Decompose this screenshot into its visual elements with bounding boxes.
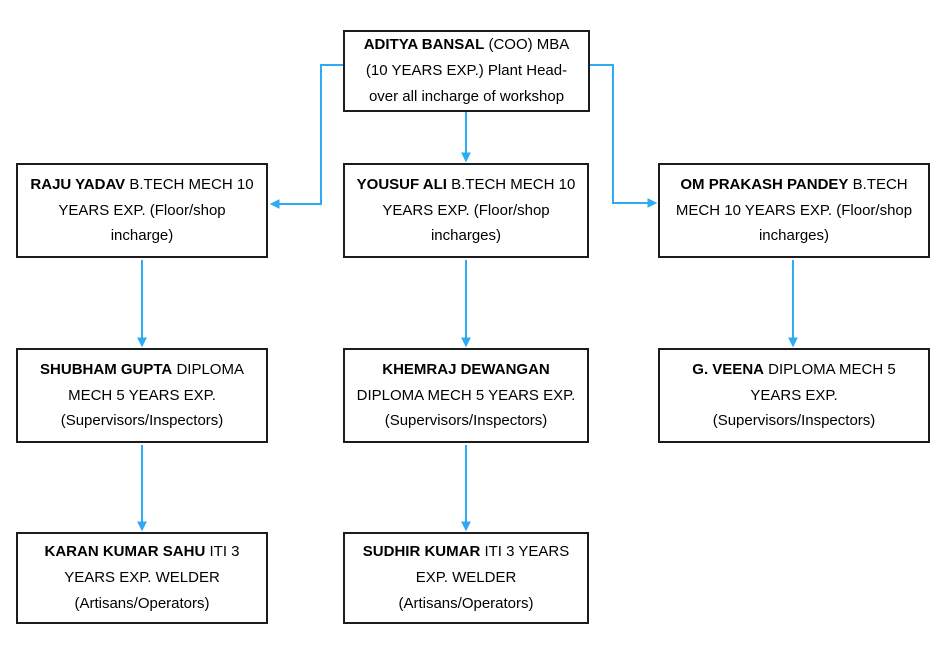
person-details: DIPLOMA MECH 5 YEARS EXP. (Supervisors/I… [712, 360, 896, 430]
person-name: RAJU YADAV [30, 175, 126, 193]
person-name: ADITYA BANSAL [363, 36, 485, 54]
org-node-khemraj-dewangan: KHEMRAJ DEWANGAN DIPLOMA MECH 5 YEARS EX… [343, 348, 589, 443]
node-text: RAJU YADAV B.TECH MECH 10 YEARS EXP. (Fl… [27, 172, 257, 249]
node-text: SUDHIR KUMAR ITI 3 YEARS EXP. WELDER (Ar… [354, 539, 578, 616]
node-text: ADITYA BANSAL (COO) MBA (10 YEARS EXP.) … [354, 32, 579, 109]
org-node-shubham-gupta: SHUBHAM GUPTA DIPLOMA MECH 5 YEARS EXP. … [16, 348, 268, 443]
org-node-raju-yadav: RAJU YADAV B.TECH MECH 10 YEARS EXP. (Fl… [16, 163, 268, 258]
person-details: DIPLOMA MECH 5 YEARS EXP. (Supervisors/I… [356, 386, 576, 430]
person-details: DIPLOMA MECH 5 YEARS EXP. (Supervisors/I… [60, 360, 244, 430]
org-node-g-veena: G. VEENA DIPLOMA MECH 5 YEARS EXP. (Supe… [658, 348, 930, 443]
person-details: B.TECH MECH 10 YEARS EXP. (Floor/shop in… [58, 175, 254, 245]
org-node-aditya-bansal: ADITYA BANSAL (COO) MBA (10 YEARS EXP.) … [343, 30, 590, 112]
node-text: OM PRAKASH PANDEY B.TECH MECH 10 YEARS E… [669, 172, 919, 249]
person-name: KHEMRAJ DEWANGAN [382, 360, 550, 378]
node-text: YOUSUF ALI B.TECH MECH 10 YEARS EXP. (Fl… [354, 172, 578, 249]
person-name: OM PRAKASH PANDEY [680, 175, 849, 193]
person-name: SHUBHAM GUPTA [40, 360, 173, 378]
connector-aditya-to-raju [269, 64, 343, 209]
person-name: KARAN KUMAR SAHU [44, 543, 206, 561]
person-details: (COO) MBA (10 YEARS EXP.) Plant Head-ove… [365, 36, 570, 105]
org-node-yousuf-ali: YOUSUF ALI B.TECH MECH 10 YEARS EXP. (Fl… [343, 163, 589, 258]
person-details: ITI 3 YEARS EXP. WELDER (Artisans/Operat… [64, 543, 240, 612]
node-text: KHEMRAJ DEWANGAN DIPLOMA MECH 5 YEARS EX… [354, 357, 578, 434]
person-name: YOUSUF ALI [356, 175, 447, 193]
connector-aditya-to-om-prakash [589, 64, 658, 208]
org-node-karan-kumar-sahu: KARAN KUMAR SAHU ITI 3 YEARS EXP. WELDER… [16, 532, 268, 624]
person-details: B.TECH MECH 10 YEARS EXP. (Floor/shop in… [382, 175, 576, 245]
org-node-om-prakash-pandey: OM PRAKASH PANDEY B.TECH MECH 10 YEARS E… [658, 163, 930, 258]
node-text: SHUBHAM GUPTA DIPLOMA MECH 5 YEARS EXP. … [27, 357, 257, 434]
person-name: G. VEENA [692, 360, 764, 378]
node-text: KARAN KUMAR SAHU ITI 3 YEARS EXP. WELDER… [27, 539, 257, 616]
person-details: B.TECH MECH 10 YEARS EXP. (Floor/shop in… [675, 175, 913, 245]
person-name: SUDHIR KUMAR [362, 543, 481, 561]
person-details: ITI 3 YEARS EXP. WELDER (Artisans/Operat… [398, 543, 570, 612]
org-node-sudhir-kumar: SUDHIR KUMAR ITI 3 YEARS EXP. WELDER (Ar… [343, 532, 589, 624]
node-text: G. VEENA DIPLOMA MECH 5 YEARS EXP. (Supe… [669, 357, 919, 434]
